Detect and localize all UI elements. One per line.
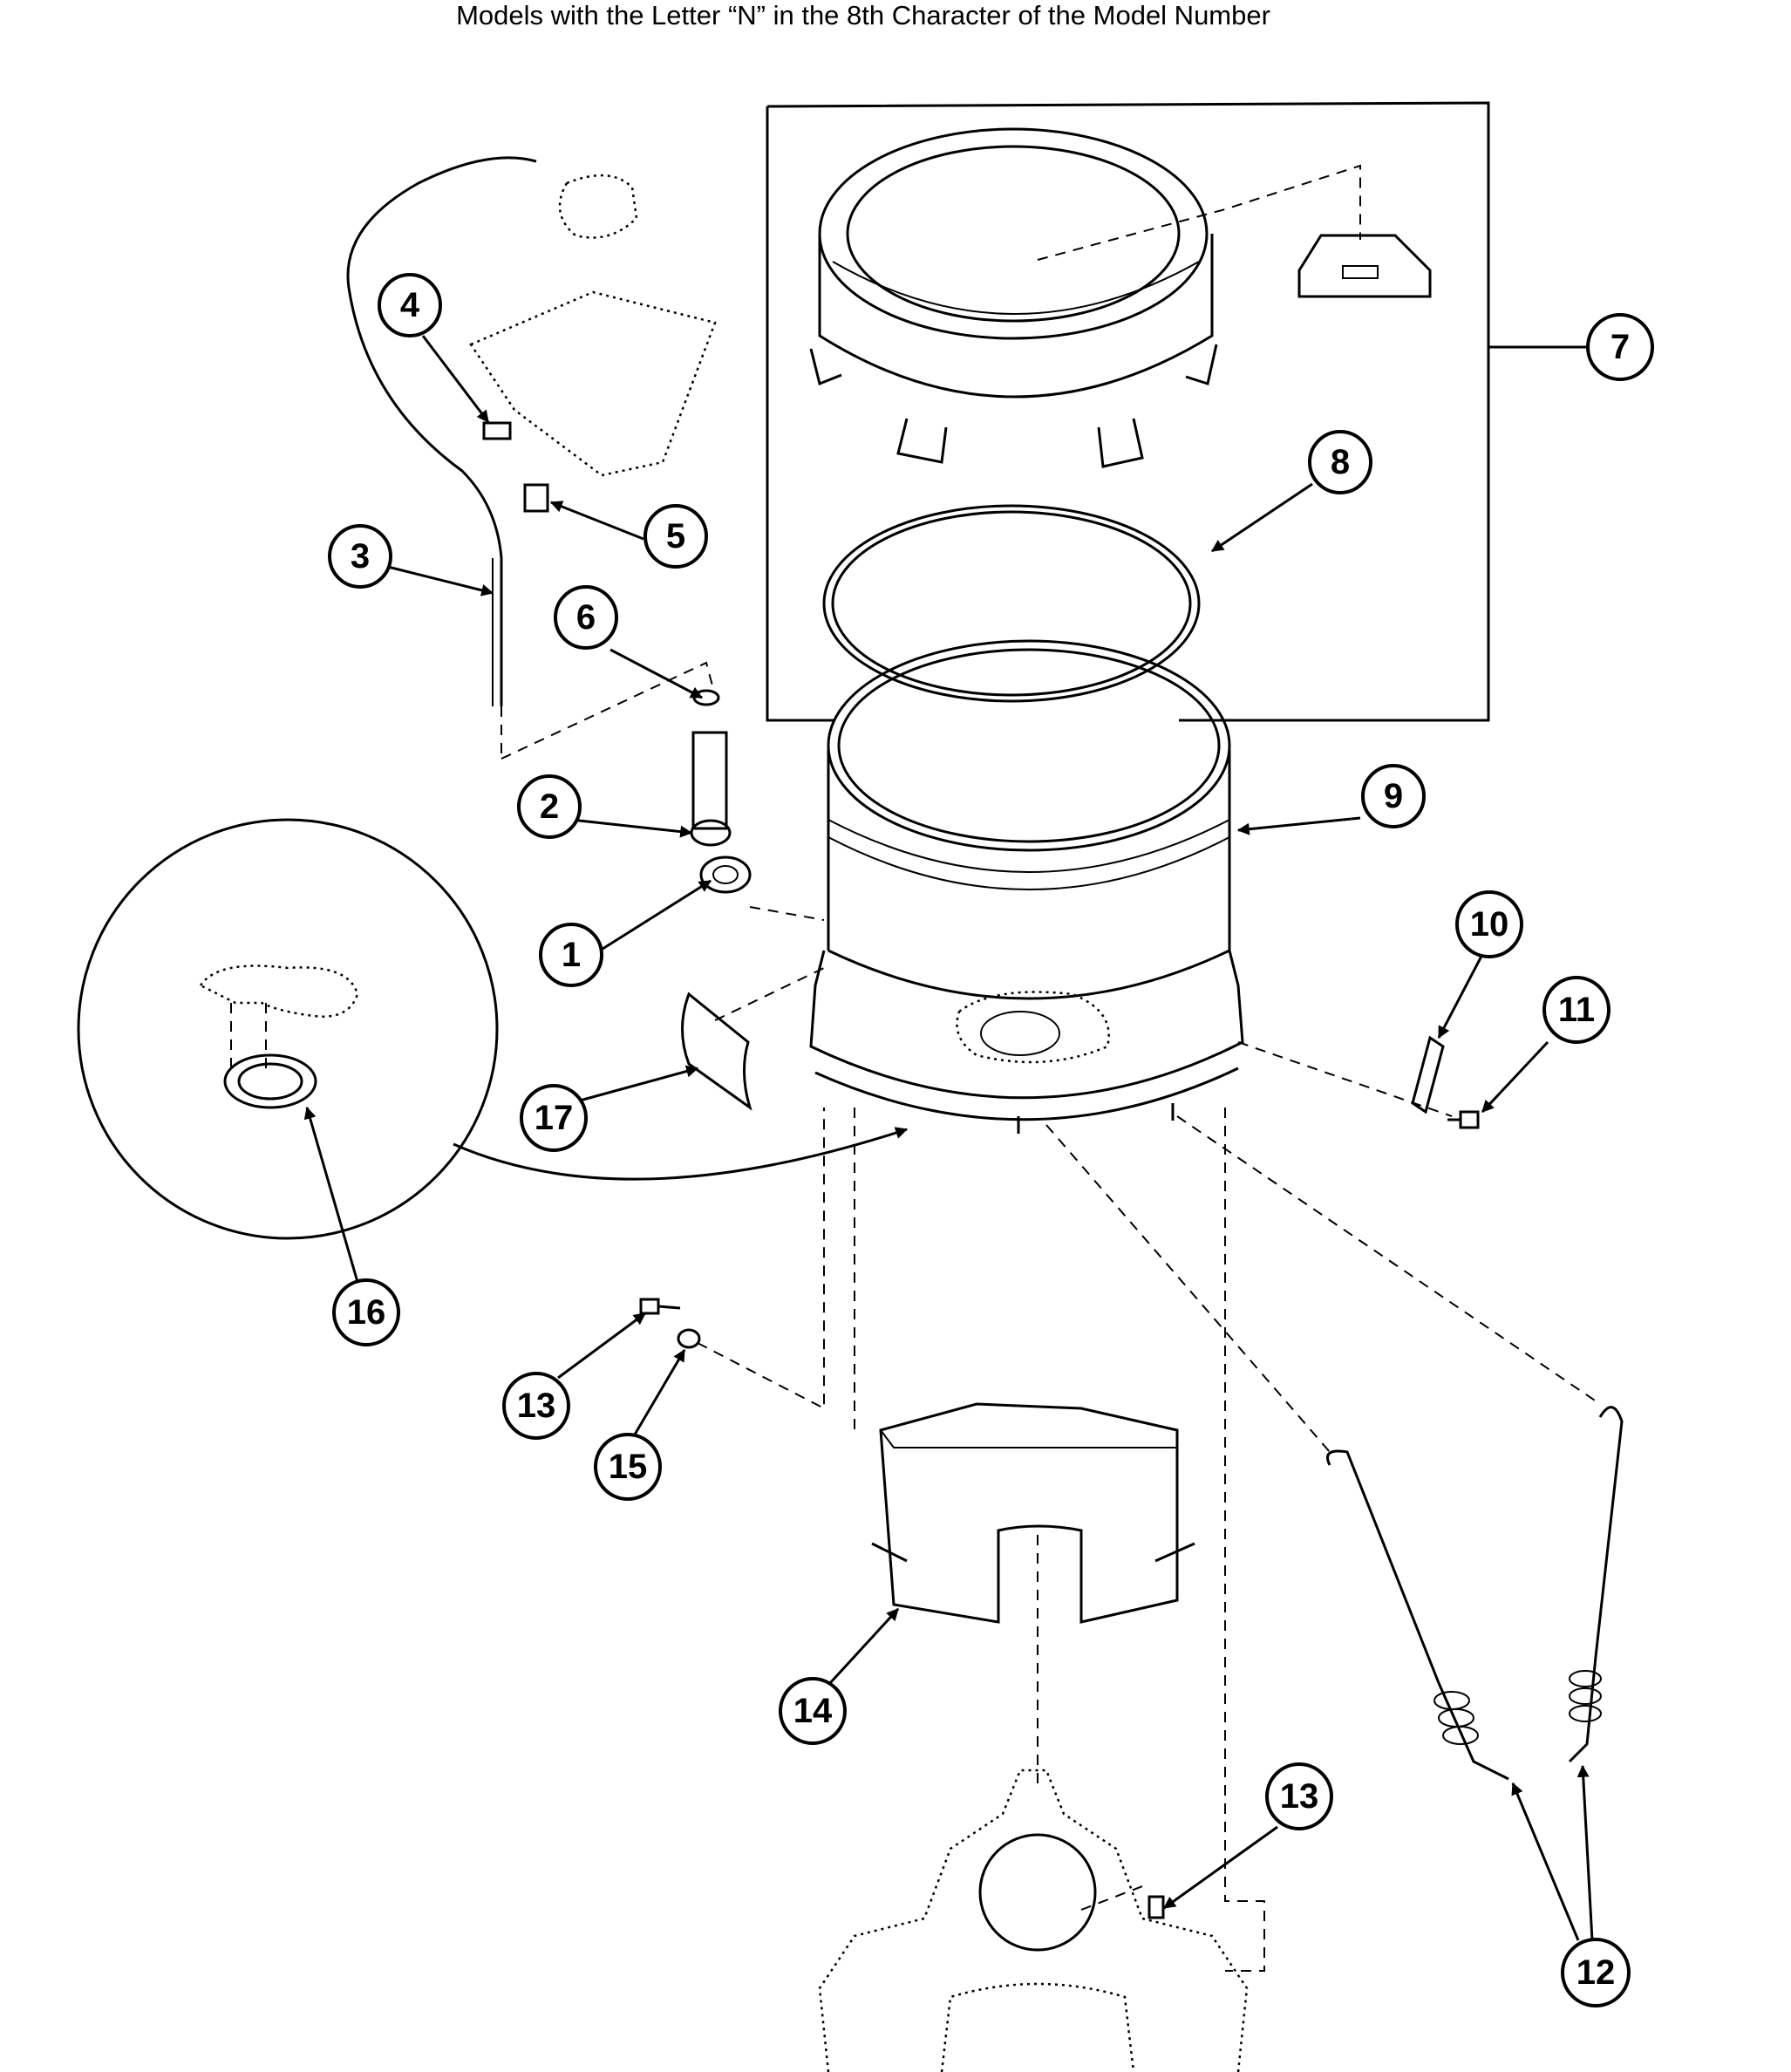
callout-9: 9: [1361, 764, 1426, 828]
clip-part-5: [523, 483, 549, 513]
clamp-part-6: [692, 689, 720, 706]
outer-tub-part-9: [809, 639, 1244, 1134]
callout-label-6: 6: [576, 598, 596, 637]
tub-ring-clip-part-7: [1297, 234, 1432, 298]
pressure-switch-part-2: [690, 731, 732, 847]
callout-label-5: 5: [666, 517, 685, 555]
callout-label-12: 12: [1576, 1953, 1616, 1992]
callout-label-2: 2: [540, 787, 559, 826]
callout-label-7: 7: [1611, 328, 1630, 366]
bracket-part-10: [1411, 1035, 1445, 1114]
hose-part-3: [346, 156, 537, 706]
tub-ring-part-7: [809, 127, 1218, 468]
screw-part-13-lower: [1147, 1895, 1165, 1919]
callout-6: 6: [554, 585, 618, 650]
base-assembly: [818, 1769, 1249, 2072]
callout-label-16: 16: [347, 1293, 386, 1332]
callout-1: 1: [539, 923, 603, 987]
kit-box-7: [766, 101, 1490, 722]
spring-part-12-right: [1568, 1406, 1624, 1763]
callout-11: 11: [1542, 976, 1611, 1044]
spring-part-12-left: [1326, 1449, 1509, 1781]
screw-part-13-upper: [639, 1298, 681, 1315]
callout-4: 4: [378, 273, 442, 337]
callout-label-3: 3: [351, 537, 370, 576]
callout-2: 2: [517, 774, 582, 839]
label-part-17: [681, 992, 752, 1111]
tub-gasket-part-8: [822, 504, 1201, 703]
callout-8: 8: [1308, 430, 1372, 494]
callout-label-11: 11: [1558, 991, 1595, 1029]
mount-bracket: [469, 290, 717, 477]
callout-17: 17: [520, 1084, 588, 1152]
detail-view-part-16: [77, 818, 499, 1240]
callout-label-13: 13: [517, 1387, 556, 1425]
callout-14: 14: [779, 1677, 847, 1745]
callout-label-10: 10: [1470, 905, 1509, 944]
callout-7: 7: [1586, 313, 1654, 381]
callout-3: 3: [328, 524, 392, 589]
grommet-part-1: [699, 855, 752, 894]
callout-label-1: 1: [562, 936, 581, 974]
callout-label-14: 14: [793, 1692, 833, 1730]
callout-label-4: 4: [400, 286, 420, 324]
callout-16: 16: [332, 1278, 400, 1346]
callout-label-17: 17: [535, 1099, 574, 1137]
callout-13-lower: 13: [1265, 1762, 1333, 1830]
clip-part-4: [482, 421, 512, 440]
callout-15: 15: [594, 1433, 662, 1501]
callout-13-upper: 13: [502, 1372, 570, 1440]
callout-label-15: 15: [609, 1448, 648, 1486]
callout-10: 10: [1455, 890, 1523, 958]
screw-part-11: [1447, 1110, 1480, 1129]
diagram-title: Models with the Letter “N” in the 8th Ch…: [456, 0, 1270, 31]
callout-label-9: 9: [1384, 777, 1403, 815]
callout-12: 12: [1561, 1938, 1631, 2007]
callout-label-8: 8: [1331, 443, 1350, 481]
washer-part-15: [677, 1328, 701, 1349]
callout-5: 5: [644, 504, 708, 569]
callout-label-13-lower: 13: [1280, 1777, 1319, 1816]
shield-part-14: [871, 1402, 1195, 1624]
